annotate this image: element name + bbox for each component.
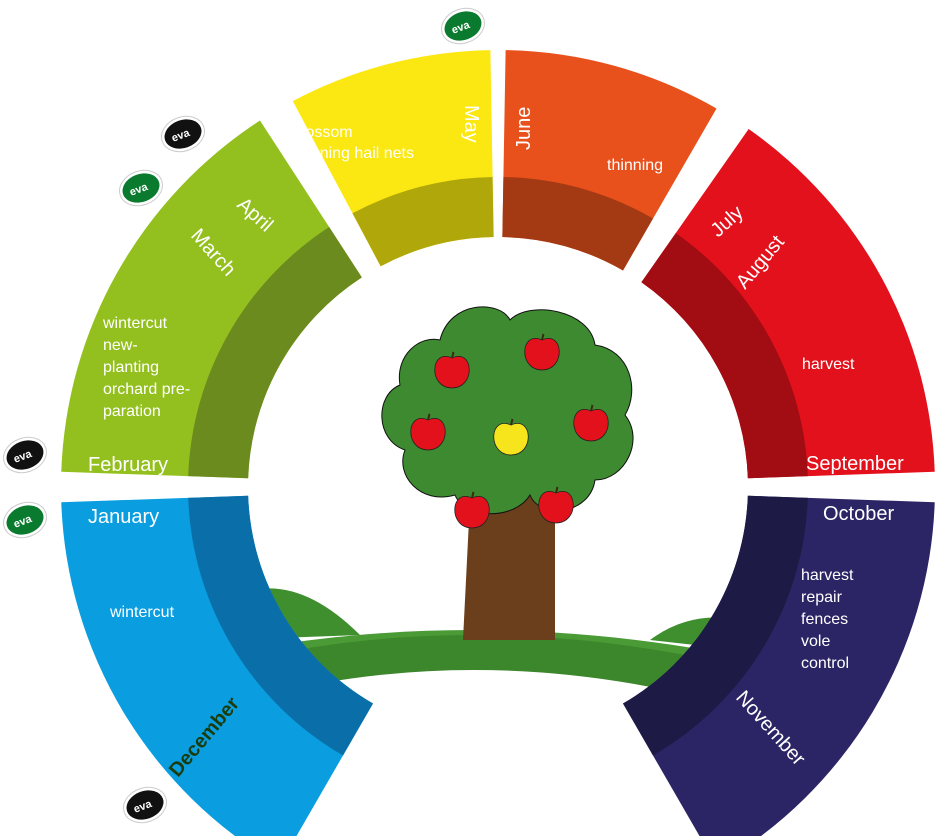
month-label-february: February bbox=[88, 454, 168, 476]
segment-jan-dec-arc bbox=[61, 495, 373, 836]
eva-logo-1: eva bbox=[161, 115, 205, 153]
activity-oct-nov-1: repair bbox=[801, 589, 843, 606]
segment-oct-nov-arc bbox=[623, 495, 935, 836]
apple-4 bbox=[493, 414, 529, 456]
month-label-june: June bbox=[513, 107, 535, 150]
eva-logo-3: eva bbox=[3, 436, 47, 474]
eva-logo-4: eva bbox=[3, 501, 47, 539]
apple-tree bbox=[381, 306, 634, 640]
activity-oct-nov-0: harvest bbox=[801, 567, 854, 584]
activity-feb-mar-0: wintercut bbox=[102, 315, 168, 332]
segment-jun-jul bbox=[502, 50, 717, 271]
activity-jan-dec-0: wintercut bbox=[109, 604, 175, 621]
month-label-october: October bbox=[823, 503, 894, 525]
month-label-january: January bbox=[88, 506, 159, 528]
segment-jan-dec-band bbox=[188, 495, 373, 756]
eva-logo-2: eva bbox=[119, 169, 163, 207]
apple-6 bbox=[538, 482, 574, 524]
activity-feb-mar-2: planting bbox=[103, 359, 159, 376]
segment-aug-sep-band bbox=[641, 233, 808, 479]
activity-oct-nov-4: control bbox=[801, 655, 849, 672]
apple-0 bbox=[434, 347, 470, 389]
segment-jun-jul-band bbox=[502, 177, 653, 271]
activity-apr-may-1: opening hail nets bbox=[293, 145, 414, 162]
activity-oct-nov-2: fences bbox=[801, 611, 848, 628]
activity-feb-mar-4: paration bbox=[103, 403, 161, 420]
activity-jun-jul-0: thinning bbox=[607, 157, 663, 174]
activity-feb-mar-1: new- bbox=[103, 337, 138, 354]
segment-feb-mar-arc bbox=[61, 120, 362, 479]
month-label-may: May bbox=[460, 105, 482, 143]
month-segments: JanuaryDecemberwintercutFebruaryMarchwin… bbox=[61, 50, 935, 836]
apple-1 bbox=[524, 329, 560, 371]
segment-oct-nov bbox=[623, 495, 935, 836]
apples bbox=[410, 329, 609, 529]
segment-feb-mar-band bbox=[188, 227, 362, 479]
apple-5 bbox=[454, 487, 490, 529]
logos: eva eva eva eva eva eva bbox=[3, 7, 485, 824]
segment-aug-sep bbox=[641, 129, 935, 479]
segment-feb-mar bbox=[61, 120, 362, 479]
eva-logo-0: eva bbox=[441, 7, 485, 45]
activity-oct-nov-3: vole bbox=[801, 633, 830, 650]
segment-aug-sep-arc bbox=[641, 129, 935, 479]
segment-oct-nov-band bbox=[623, 495, 808, 756]
eva-logo-5: eva bbox=[123, 786, 167, 824]
apple-3 bbox=[573, 400, 609, 442]
activity-feb-mar-3: orchard pre- bbox=[103, 381, 190, 398]
month-label-september: September bbox=[806, 453, 904, 475]
activity-apr-may-0: blossom bbox=[293, 124, 353, 141]
segment-apr-may bbox=[292, 50, 494, 267]
segment-jan-dec bbox=[61, 495, 373, 836]
activity-aug-sep-0: harvest bbox=[802, 356, 855, 373]
apple-2 bbox=[410, 409, 446, 451]
segment-apr-may-band bbox=[352, 177, 494, 267]
